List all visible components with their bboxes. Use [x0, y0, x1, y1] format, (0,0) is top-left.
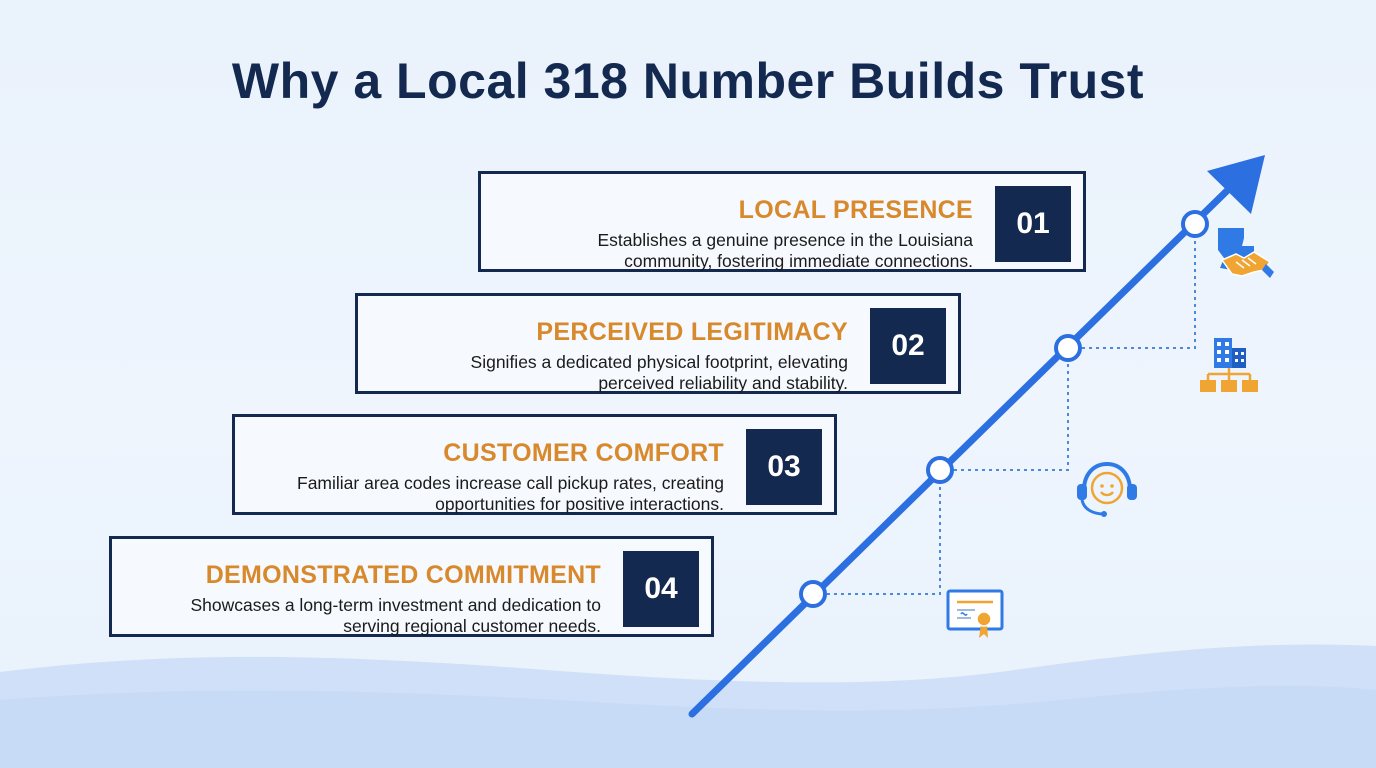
card-description-line: perceived reliability and stability.: [598, 373, 848, 393]
milestone-03: [926, 456, 954, 484]
milestone-02: [1054, 334, 1082, 362]
card-heading: DEMONSTRATED COMMITMENT: [205, 561, 601, 589]
trust-card-perceived-legitimacy: PERCEIVED LEGITIMACY Signifies a dedicat…: [355, 293, 961, 394]
card-heading: CUSTOMER COMFORT: [443, 439, 724, 467]
card-description-line: Showcases a long-term investment and ded…: [190, 595, 601, 615]
connector-04: [813, 470, 941, 595]
milestone-04: [799, 580, 827, 608]
trust-card-demonstrated-commitment: DEMONSTRATED COMMITMENT Showcases a long…: [109, 536, 714, 637]
card-number-badge: 01: [995, 186, 1071, 262]
card-heading: LOCAL PRESENCE: [738, 196, 973, 224]
card-number-badge: 03: [746, 429, 822, 505]
page-title: Why a Local 318 Number Builds Trust: [231, 53, 1145, 109]
card-description-line: Familiar area codes increase call pickup…: [297, 473, 724, 493]
milestone-01: [1181, 210, 1209, 238]
card-description: Signifies a dedicated physical footprint…: [288, 352, 848, 394]
trust-card-customer-comfort: CUSTOMER COMFORT Familiar area codes inc…: [232, 414, 837, 515]
card-description: Showcases a long-term investment and ded…: [41, 595, 601, 637]
card-description: Familiar area codes increase call pickup…: [164, 473, 724, 515]
trend-arrow-head: [1207, 155, 1265, 214]
milestone-points: [799, 210, 1209, 608]
building-network-icon: [1200, 338, 1258, 392]
trend-arrow-line: [688, 176, 1242, 718]
certificate-icon: [946, 589, 1004, 638]
card-description-line: serving regional customer needs.: [343, 616, 601, 636]
card-description-line: community, fostering immediate connectio…: [624, 251, 973, 271]
card-number-badge: 02: [870, 308, 946, 384]
trust-card-local-presence: LOCAL PRESENCE Establishes a genuine pre…: [478, 171, 1086, 272]
card-description-line: opportunities for positive interactions.: [435, 494, 724, 514]
connector-03: [940, 348, 1069, 471]
card-description: Establishes a genuine presence in the Lo…: [413, 230, 973, 272]
card-number-badge: 04: [623, 551, 699, 627]
connector-02: [1068, 238, 1196, 349]
louisiana-handshake-icon: [1218, 228, 1274, 278]
card-heading: PERCEIVED LEGITIMACY: [536, 318, 848, 346]
card-description-line: Establishes a genuine presence in the Lo…: [597, 230, 973, 250]
customer-support-headset-icon: [1077, 461, 1137, 517]
card-description-line: Signifies a dedicated physical footprint…: [470, 352, 848, 372]
